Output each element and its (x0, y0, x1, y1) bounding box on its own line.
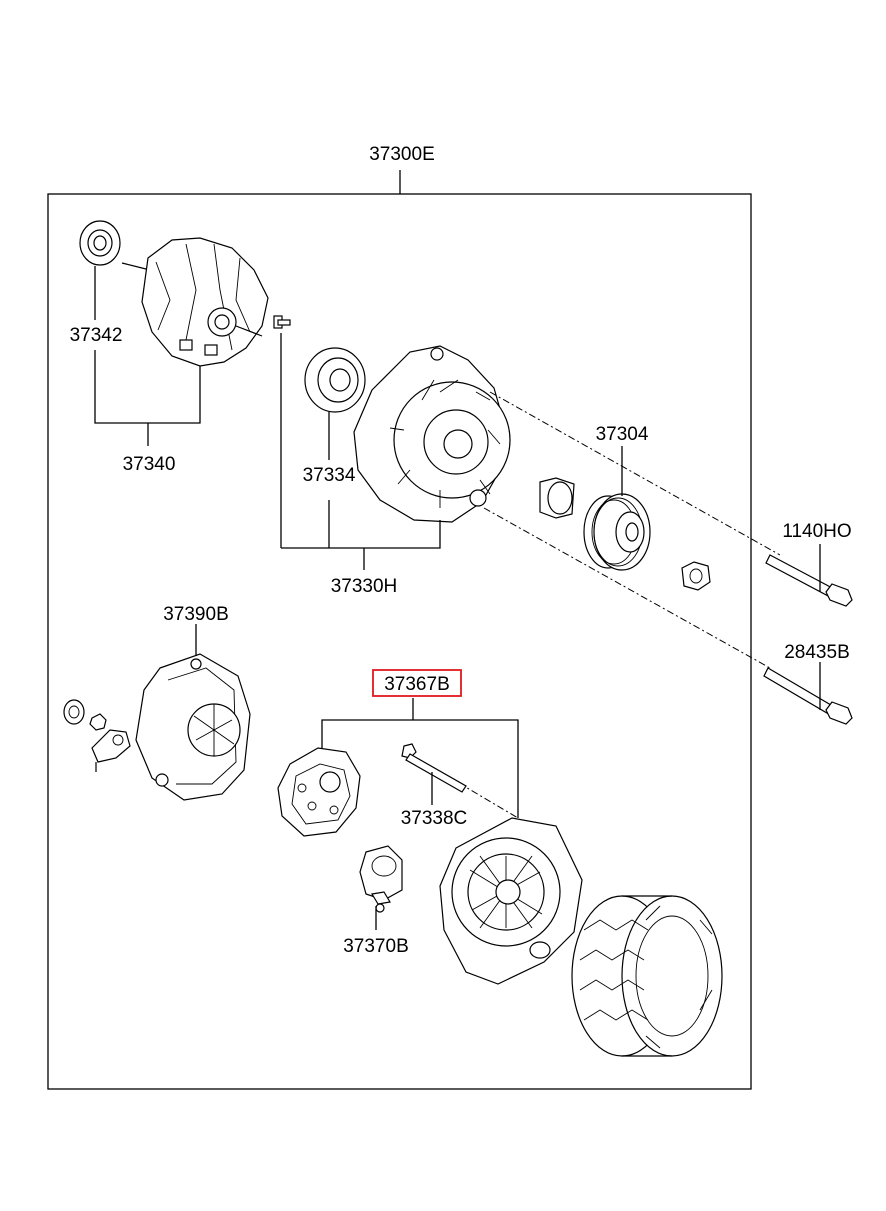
assembly-frame (47, 193, 752, 1090)
terminal-cap-part (63, 699, 85, 725)
pulley-37304-part (583, 493, 651, 571)
nut-part (681, 561, 711, 591)
assembly-axis-upper (489, 391, 781, 556)
rectifier-part (277, 747, 361, 837)
small-screw-part (273, 315, 291, 329)
label-28435B[interactable]: 28435B (784, 642, 850, 663)
spacer-part (539, 477, 575, 519)
label-37300E[interactable]: 37300E (369, 144, 435, 165)
rear-frame-part (439, 817, 583, 985)
label-37342[interactable]: 37342 (70, 325, 123, 346)
label-37367B[interactable]: 37367B (384, 674, 450, 695)
bracket-37330H (281, 520, 441, 549)
terminal-connector-part (91, 729, 131, 772)
assembly-axis-lower (483, 507, 771, 669)
brush-holder-37370B-part (359, 845, 403, 913)
terminal-nut-part (89, 713, 107, 731)
label-37330H[interactable]: 37330H (331, 576, 398, 597)
front-housing-37330H-part (353, 345, 511, 523)
bolt-37338C-part (401, 743, 467, 793)
label-37370B[interactable]: 37370B (343, 936, 409, 957)
bracket-37367B (321, 719, 519, 818)
label-1140HO[interactable]: 1140HO (782, 521, 851, 542)
bearing-37342-part (79, 220, 121, 266)
label-37334[interactable]: 37334 (303, 465, 356, 486)
label-37304[interactable]: 37304 (596, 424, 649, 445)
stator-part (571, 895, 723, 1057)
bolt-1140HO-part (765, 554, 853, 607)
bearing-37334-part (304, 347, 366, 413)
label-37338C[interactable]: 37338C (401, 808, 468, 829)
label-37340[interactable]: 37340 (123, 454, 176, 475)
highlight-box-37367B (372, 669, 462, 697)
bolt-28435B-part (763, 667, 853, 725)
rotor-37340-part (121, 237, 269, 367)
label-37390B[interactable]: 37390B (163, 604, 229, 625)
rear-cover-37390B-part (135, 653, 251, 801)
